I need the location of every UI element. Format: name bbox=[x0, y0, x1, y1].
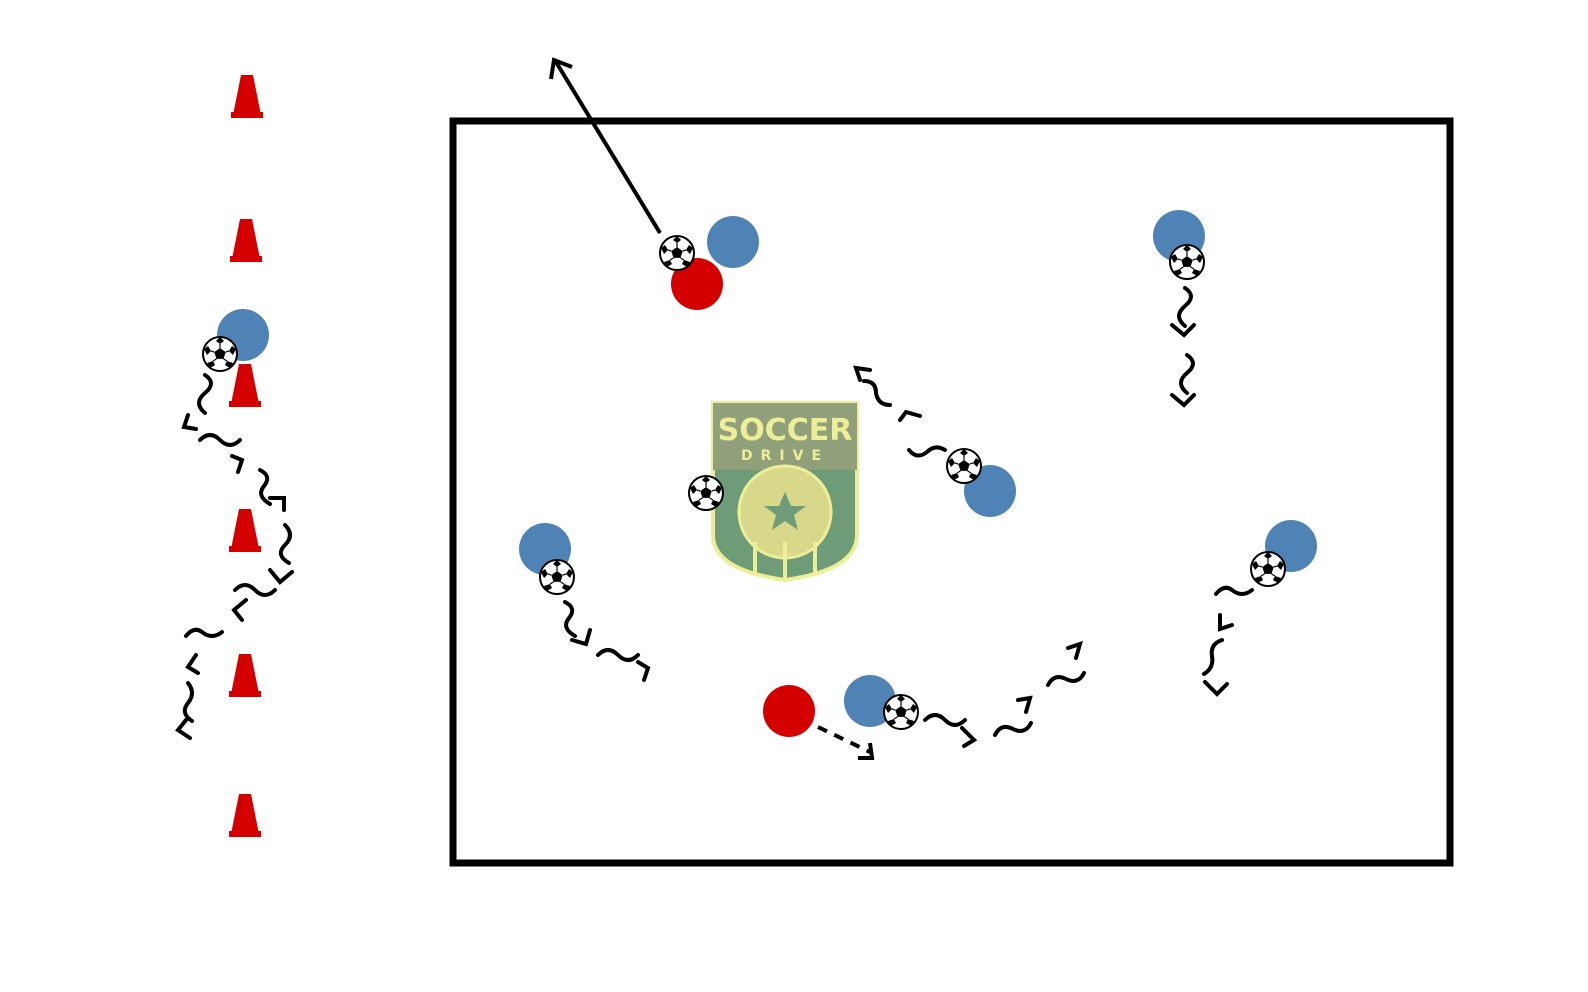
run-arrow-icon bbox=[817, 725, 875, 760]
red-player-icon bbox=[671, 258, 723, 310]
cone-icon bbox=[229, 509, 261, 552]
dribble-path-icon bbox=[175, 373, 294, 740]
soccer-ball-icon bbox=[1169, 244, 1205, 280]
soccer-ball-icon bbox=[688, 475, 724, 511]
cone-icon bbox=[231, 75, 263, 118]
soccer-ball-icon bbox=[883, 694, 919, 730]
pass-arrow-icon bbox=[549, 57, 662, 235]
soccer-ball-icon bbox=[946, 448, 982, 484]
logo-title: SOCCER bbox=[718, 413, 853, 448]
soccer-ball-icon bbox=[202, 336, 238, 372]
field-boundary bbox=[449, 117, 1454, 867]
dribble-path-icon bbox=[1202, 585, 1254, 697]
soccer-ball-icon bbox=[1250, 551, 1286, 587]
logo-subtitle: DRIVE bbox=[741, 448, 829, 464]
dribble-path-icon bbox=[563, 600, 651, 682]
soccer-ball-icon bbox=[659, 235, 695, 271]
dribble-path-icon bbox=[1170, 286, 1196, 408]
cone-icon bbox=[229, 794, 261, 837]
players bbox=[217, 210, 1317, 737]
dribble-path-icon bbox=[853, 365, 947, 458]
cone-icon bbox=[229, 364, 261, 407]
soccer-drive-logo: SOCCER DRIVE bbox=[711, 401, 859, 583]
cone-icon bbox=[229, 654, 261, 697]
soccer-ball-icon bbox=[539, 559, 575, 595]
red-player-icon bbox=[763, 685, 815, 737]
dribble-path-icon bbox=[923, 640, 1086, 748]
blue-player-icon bbox=[707, 216, 759, 268]
blue-player-icon bbox=[844, 675, 896, 727]
cone-icon bbox=[230, 219, 262, 262]
